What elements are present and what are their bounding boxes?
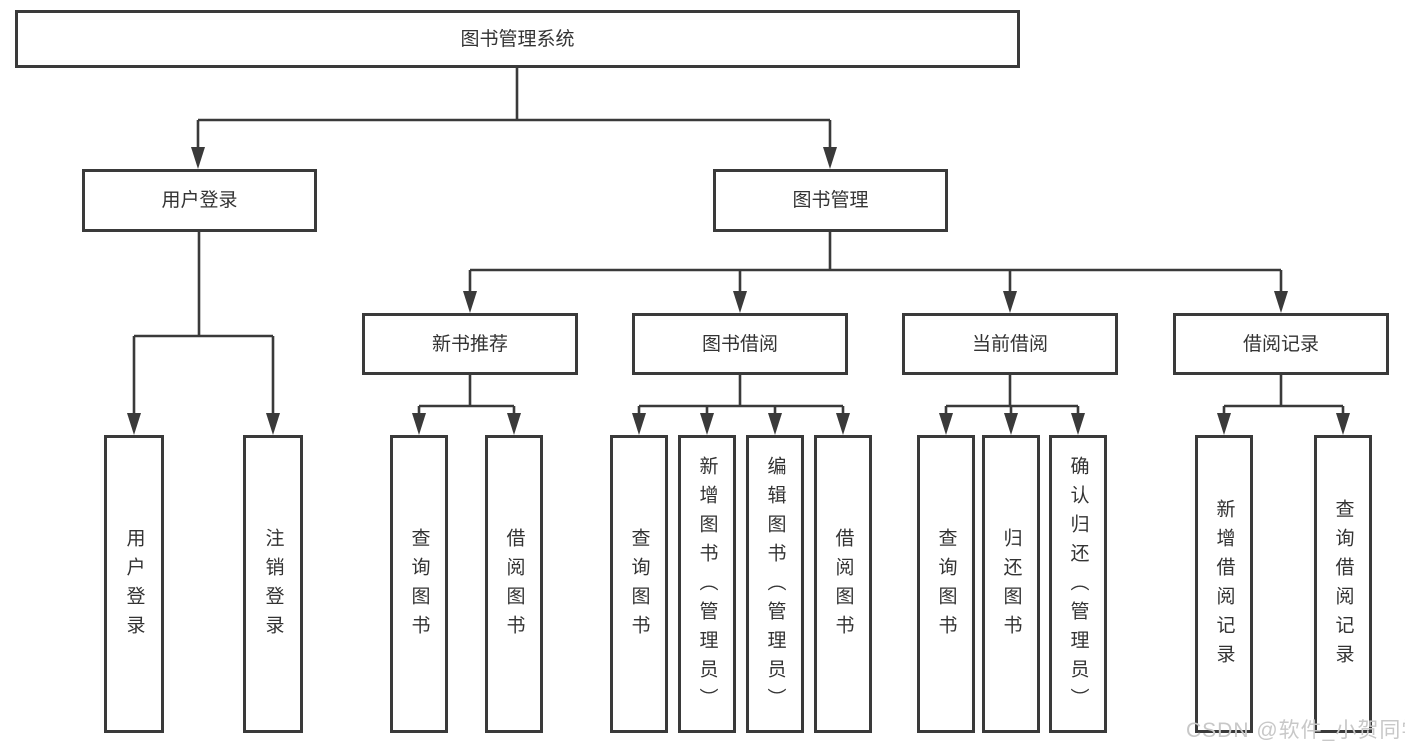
connector-current-borrow bbox=[946, 375, 1078, 408]
connector-user-login bbox=[134, 232, 273, 338]
node-book-management: 图书管理 bbox=[713, 169, 948, 232]
leaf-return-books: 归还图书 bbox=[982, 435, 1040, 733]
leaf-logout: 注销登录 bbox=[243, 435, 303, 733]
node-new-book-recommend: 新书推荐 bbox=[362, 313, 578, 375]
leaf-borrow-books-recommend: 借阅图书 bbox=[485, 435, 543, 733]
leaf-query-books-current: 查询图书 bbox=[917, 435, 975, 733]
leaf-borrow-books: 借阅图书 bbox=[814, 435, 872, 733]
node-current-borrow: 当前借阅 bbox=[902, 313, 1118, 375]
leaf-query-books-recommend: 查询图书 bbox=[390, 435, 448, 733]
node-borrow-records: 借阅记录 bbox=[1173, 313, 1389, 375]
leaf-query-books-borrow: 查询图书 bbox=[610, 435, 668, 733]
connector-book-mgmt bbox=[470, 232, 1281, 272]
leaf-edit-books-admin: 编辑图书（管理员） bbox=[746, 435, 804, 733]
connector-new-book bbox=[419, 375, 514, 408]
node-book-borrow: 图书借阅 bbox=[632, 313, 848, 375]
leaf-confirm-return-admin: 确认归还（管理员） bbox=[1049, 435, 1107, 733]
leaf-add-borrow-record: 新增借阅记录 bbox=[1195, 435, 1253, 733]
leaf-user-login: 用户登录 bbox=[104, 435, 164, 733]
csdn-watermark: CSDN @软件_小贺同学 bbox=[1186, 719, 1405, 742]
leaf-add-books-admin: 新增图书（管理员） bbox=[678, 435, 736, 733]
leaf-query-borrow-record: 查询借阅记录 bbox=[1314, 435, 1372, 733]
connector-borrow-records bbox=[1224, 375, 1343, 408]
connector-root bbox=[198, 68, 830, 122]
node-user-login: 用户登录 bbox=[82, 169, 317, 232]
node-root-title: 图书管理系统 bbox=[15, 10, 1020, 68]
connector-book-borrow bbox=[639, 375, 843, 408]
